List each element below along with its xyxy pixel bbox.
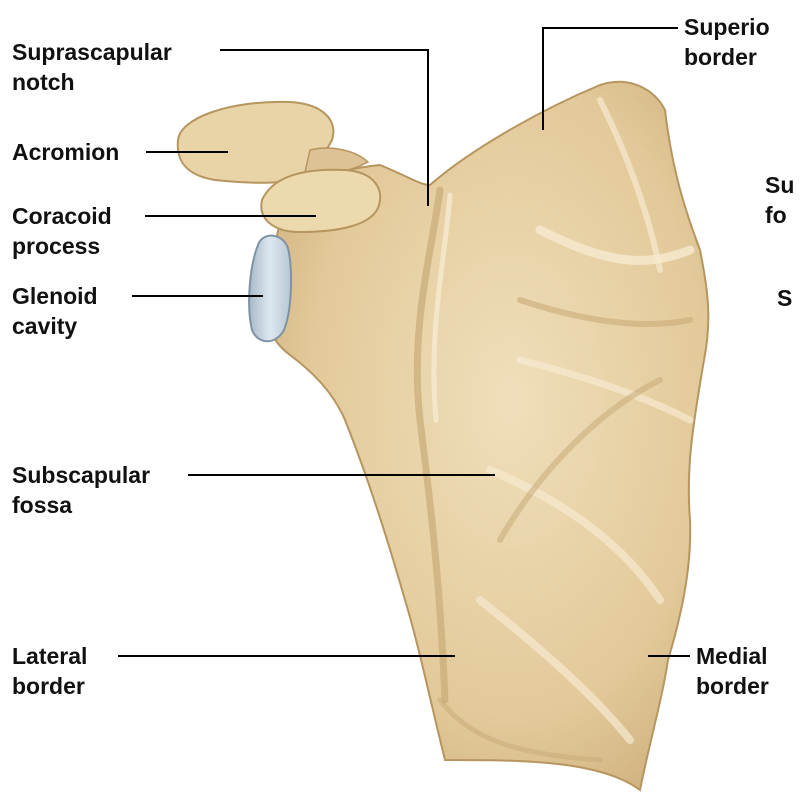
label-subscapular-fossa: Subscapular fossa bbox=[12, 460, 150, 520]
label-glenoid-cavity: Glenoid cavity bbox=[12, 281, 98, 341]
label-medial-border: Medial border bbox=[696, 641, 769, 701]
label-supraspinous-fossa-cut: Su fo bbox=[765, 170, 794, 230]
label-suprascapular-notch: Suprascapular notch bbox=[12, 37, 172, 97]
label-lateral-border: Lateral border bbox=[12, 641, 87, 701]
glenoid-shape bbox=[249, 236, 291, 342]
label-coracoid-process: Coracoid process bbox=[12, 201, 112, 261]
label-superior-border: Superio border bbox=[684, 12, 770, 72]
label-spine-cut: S bbox=[777, 283, 792, 313]
label-acromion: Acromion bbox=[12, 137, 119, 167]
